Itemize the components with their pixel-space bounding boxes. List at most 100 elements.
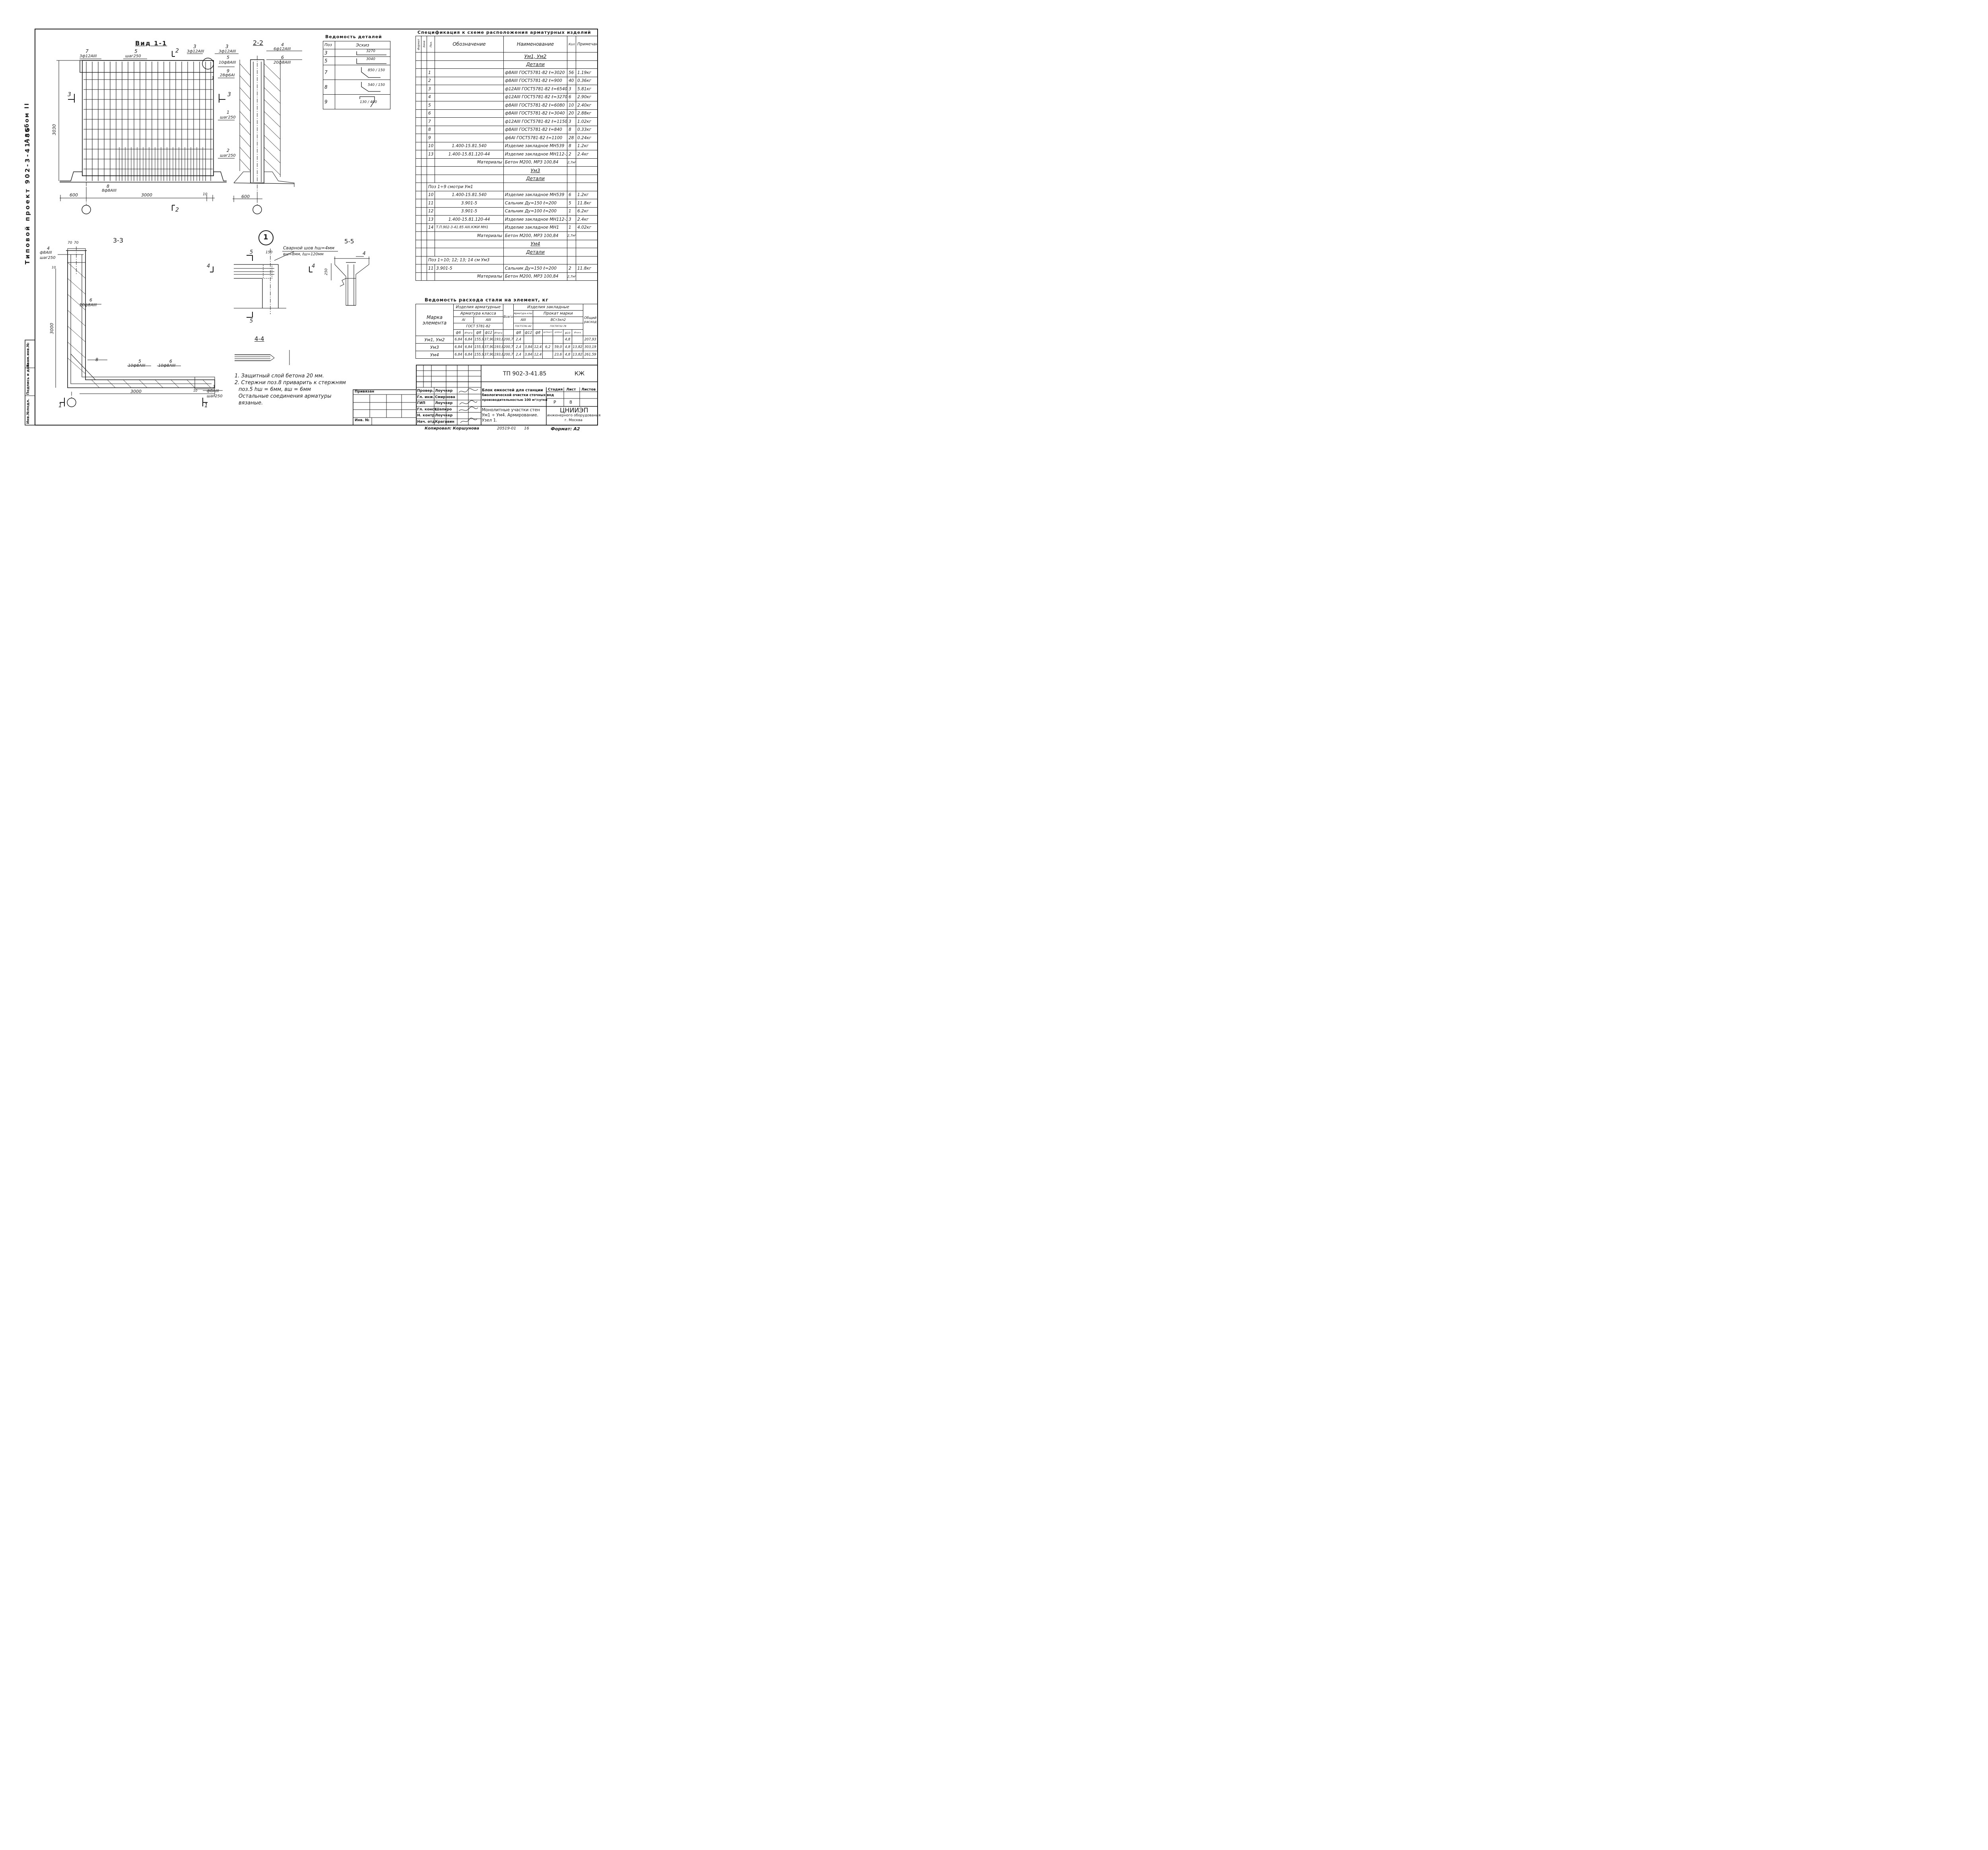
s33-label-10f8-b: 10ф8АIII <box>128 363 146 368</box>
details-sketch: 130 / 400 <box>334 94 391 109</box>
v11-label-3f12-c: 3ф12АIII <box>219 49 236 54</box>
spec-name: ф8АIII ГОСТ5781-82 ℓ=3040 <box>503 109 567 118</box>
tb-attached: Привязан <box>355 390 375 394</box>
v11-node-1: 1 <box>212 76 214 81</box>
s33-dim-10b: 10 <box>193 389 198 393</box>
v11-label-step250-1: шаг250 <box>220 115 236 120</box>
v11-cut-3-right: 3 <box>227 91 231 98</box>
spec-head-designation: Обозначение <box>435 36 504 52</box>
section-2-2-drawing <box>233 51 302 214</box>
steel-cell: 155,99 <box>473 351 484 359</box>
details-head-sketch: Эскиз <box>334 41 391 49</box>
spec-note: 2.4кг <box>576 215 598 224</box>
spec-name: Детали <box>503 174 567 183</box>
spec-name: Изделие закладное МН112-3 <box>503 215 567 224</box>
spec-note: 5.81кг <box>576 85 598 93</box>
spec-note: 0.36кг <box>576 76 598 85</box>
node-1-cut4-right: 4 <box>312 263 315 269</box>
view-1-1-title: Вид 1-1 <box>135 40 167 47</box>
details-sketch-dim: 3270 <box>366 49 375 54</box>
v11-cut-3-left: 3 <box>68 91 71 98</box>
tb-name: Лоучкер <box>435 401 453 405</box>
v11-label-5: 5 <box>134 49 138 54</box>
tb-object: Блок емкостей для станции биологической … <box>482 388 554 402</box>
tb-sheet-head: Лист <box>566 388 576 392</box>
section-3-3-drawing <box>55 247 223 407</box>
tb-number-2: 16 <box>524 426 529 431</box>
tb-city: г. Москва <box>565 418 582 422</box>
spec-name: Бетон М200, МРЗ 100,84 <box>503 272 567 281</box>
spec-name: Сальник Ду=150 ℓ=200 <box>503 264 567 273</box>
s22-label-6f12: 6ф12АIII <box>274 47 291 51</box>
steel-h5: ф12 <box>523 329 534 336</box>
tb-sheet-title-line: Монолитные участки стен <box>482 408 540 412</box>
v11-label-3-a: 3 <box>193 44 196 49</box>
s33-label-8: 8 <box>95 357 98 362</box>
steel-cell: 193,89 <box>493 351 503 359</box>
steel-h-total: Всего <box>503 304 514 330</box>
details-pos: 7 <box>323 65 335 80</box>
v11-label-step250: шаг250 <box>125 54 141 58</box>
steel-h-general: Общий расход <box>583 304 598 336</box>
tb-org: ЦНИИЭП <box>560 406 588 414</box>
s33-label-10f8-a: 10ф8АIII <box>80 303 97 307</box>
spec-name: ф12АIII ГОСТ5781-82 ℓ=6540 <box>503 85 567 93</box>
spec-note: 2.90кг <box>576 93 598 101</box>
tb-code: ТП 902-3-41.85 <box>503 371 547 377</box>
v11-label-5b: 5 <box>227 55 229 60</box>
tb-name: Крагавин <box>435 420 454 424</box>
s22-label-4: 4 <box>281 42 284 47</box>
tb-kj: КЖ <box>575 371 585 377</box>
steel-cell: 3,84 <box>523 351 534 359</box>
spec-head-name: Наименование <box>503 36 567 52</box>
node-1-dim-150: 150 <box>266 251 273 255</box>
tb-name: Лоучкер <box>435 414 453 418</box>
v11-dim-600: 600 <box>70 192 78 198</box>
v11-label-1: 1 <box>227 110 229 115</box>
steel-cell: 6,84 <box>463 351 474 359</box>
spec-note: 2.88кг <box>576 109 598 118</box>
spec-name: ф12АIII ГОСТ5781-82 ℓ=3270 <box>503 93 567 101</box>
note-3b: вязаные. <box>239 400 263 406</box>
node-1-cut4-left: 4 <box>207 263 210 269</box>
steel-table: Марка элемента Изделия арматурные Всего … <box>415 304 598 359</box>
s33-dim-70a: 70 <box>68 241 72 245</box>
v11-label-step250-2: шаг250 <box>220 154 236 158</box>
v11-label-9: 9 <box>227 68 229 74</box>
section-4-4-drawing <box>235 350 290 365</box>
s22-label-20f8: 20ф8АIII <box>274 60 291 65</box>
tb-sheet-title-line: Ум1 ÷ Ум4. Армирование. <box>482 413 538 418</box>
steel-row-mark: Ум4 <box>415 351 454 359</box>
tb-name: Лоучкер <box>435 389 453 393</box>
v11-label-7: 7 <box>85 49 89 54</box>
steel-cell: 37,90 <box>483 351 494 359</box>
s33-label-10f8-c: 10ф8АIII <box>158 363 176 368</box>
s55-label-4: 4 <box>363 251 366 256</box>
details-sketch: 540 / 150 <box>334 80 391 95</box>
spec-note: 1.02кг <box>576 117 598 126</box>
tb-org2: инженерного оборудования <box>547 414 601 418</box>
spec-des: 1.400-15.81.540 <box>435 190 504 199</box>
view-1-1-drawing <box>56 51 239 214</box>
tb-object-line: производительностью 100 м³/сутки <box>482 398 547 402</box>
section-2-2-title: 2-2 <box>253 39 264 47</box>
s33-label-6: 6 <box>89 297 92 303</box>
node-1-weld: Сварной шов hш=4мм <box>283 245 335 251</box>
tb-object-line: Блок емкостей для станции <box>482 388 543 393</box>
spec-note: 2.40кг <box>576 101 598 110</box>
steel-cell: 13,82 <box>571 351 584 359</box>
v11-label-10f8: 10ф8АIII <box>219 60 236 65</box>
details-sketch-dim: 130 / 400 <box>359 100 377 104</box>
steel-title: Ведомость расхода стали на элемент, кг <box>425 297 549 303</box>
tb-role: Провер. <box>417 389 434 393</box>
steel-cell: 3,84 <box>523 343 534 351</box>
node-1-cut5-bottom: 5 <box>250 318 253 324</box>
s33-dim-10a: 10 <box>52 266 56 269</box>
node-1-title: 1 <box>263 233 268 241</box>
tb-inv: Инв. № <box>355 418 369 422</box>
steel-mark-head: Марка элемента <box>415 304 454 336</box>
steel-cell: 23,6 <box>553 351 564 359</box>
spec-pos: 11 <box>427 199 435 208</box>
details-sketch-dim: 850 / 150 <box>367 68 385 72</box>
